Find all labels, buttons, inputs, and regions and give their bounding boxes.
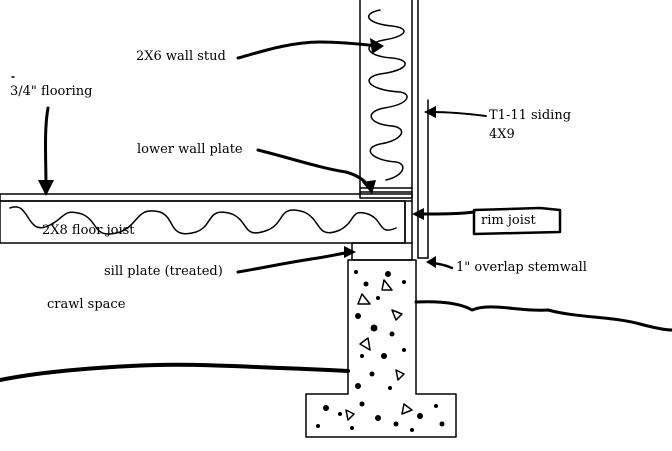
arrow-lower-wall-plate bbox=[256, 148, 372, 190]
label-siding-size: 4X9 bbox=[489, 127, 515, 142]
label-crawl-space: crawl space bbox=[47, 297, 126, 312]
grade-line-outside bbox=[414, 300, 672, 332]
label-floor-joist: 2X8 floor joist bbox=[42, 223, 135, 238]
label-flooring: 3/4" flooring bbox=[10, 84, 93, 99]
wall-stud-shape bbox=[359, 0, 413, 193]
floor-joist-grain bbox=[9, 206, 397, 235]
sill-plate-shape bbox=[351, 242, 413, 261]
label-t111-siding: T1-11 siding bbox=[489, 108, 572, 123]
label-lower-wall-plate: lower wall plate bbox=[137, 142, 243, 157]
grade-line-inside bbox=[0, 362, 350, 382]
arrow-sill-plate bbox=[236, 250, 352, 274]
label-wall-stud: 2X6 wall stud bbox=[136, 49, 226, 64]
label-sill-plate: sill plate (treated) bbox=[104, 264, 223, 279]
arrow-rim-joist bbox=[416, 210, 476, 216]
arrow-flooring bbox=[44, 106, 50, 190]
flooring-shape bbox=[0, 193, 413, 202]
label-rim-joist: rim joist bbox=[481, 213, 536, 228]
stemwall-shape bbox=[305, 259, 457, 438]
concrete-aggregate bbox=[316, 270, 445, 432]
arrow-wall-stud bbox=[236, 40, 380, 60]
arrow-siding bbox=[431, 111, 487, 117]
rim-joist-label-box bbox=[472, 206, 562, 236]
label-overlap-stemwall: 1" overlap stemwall bbox=[456, 260, 587, 275]
lower-wall-plate-shape bbox=[359, 191, 413, 199]
